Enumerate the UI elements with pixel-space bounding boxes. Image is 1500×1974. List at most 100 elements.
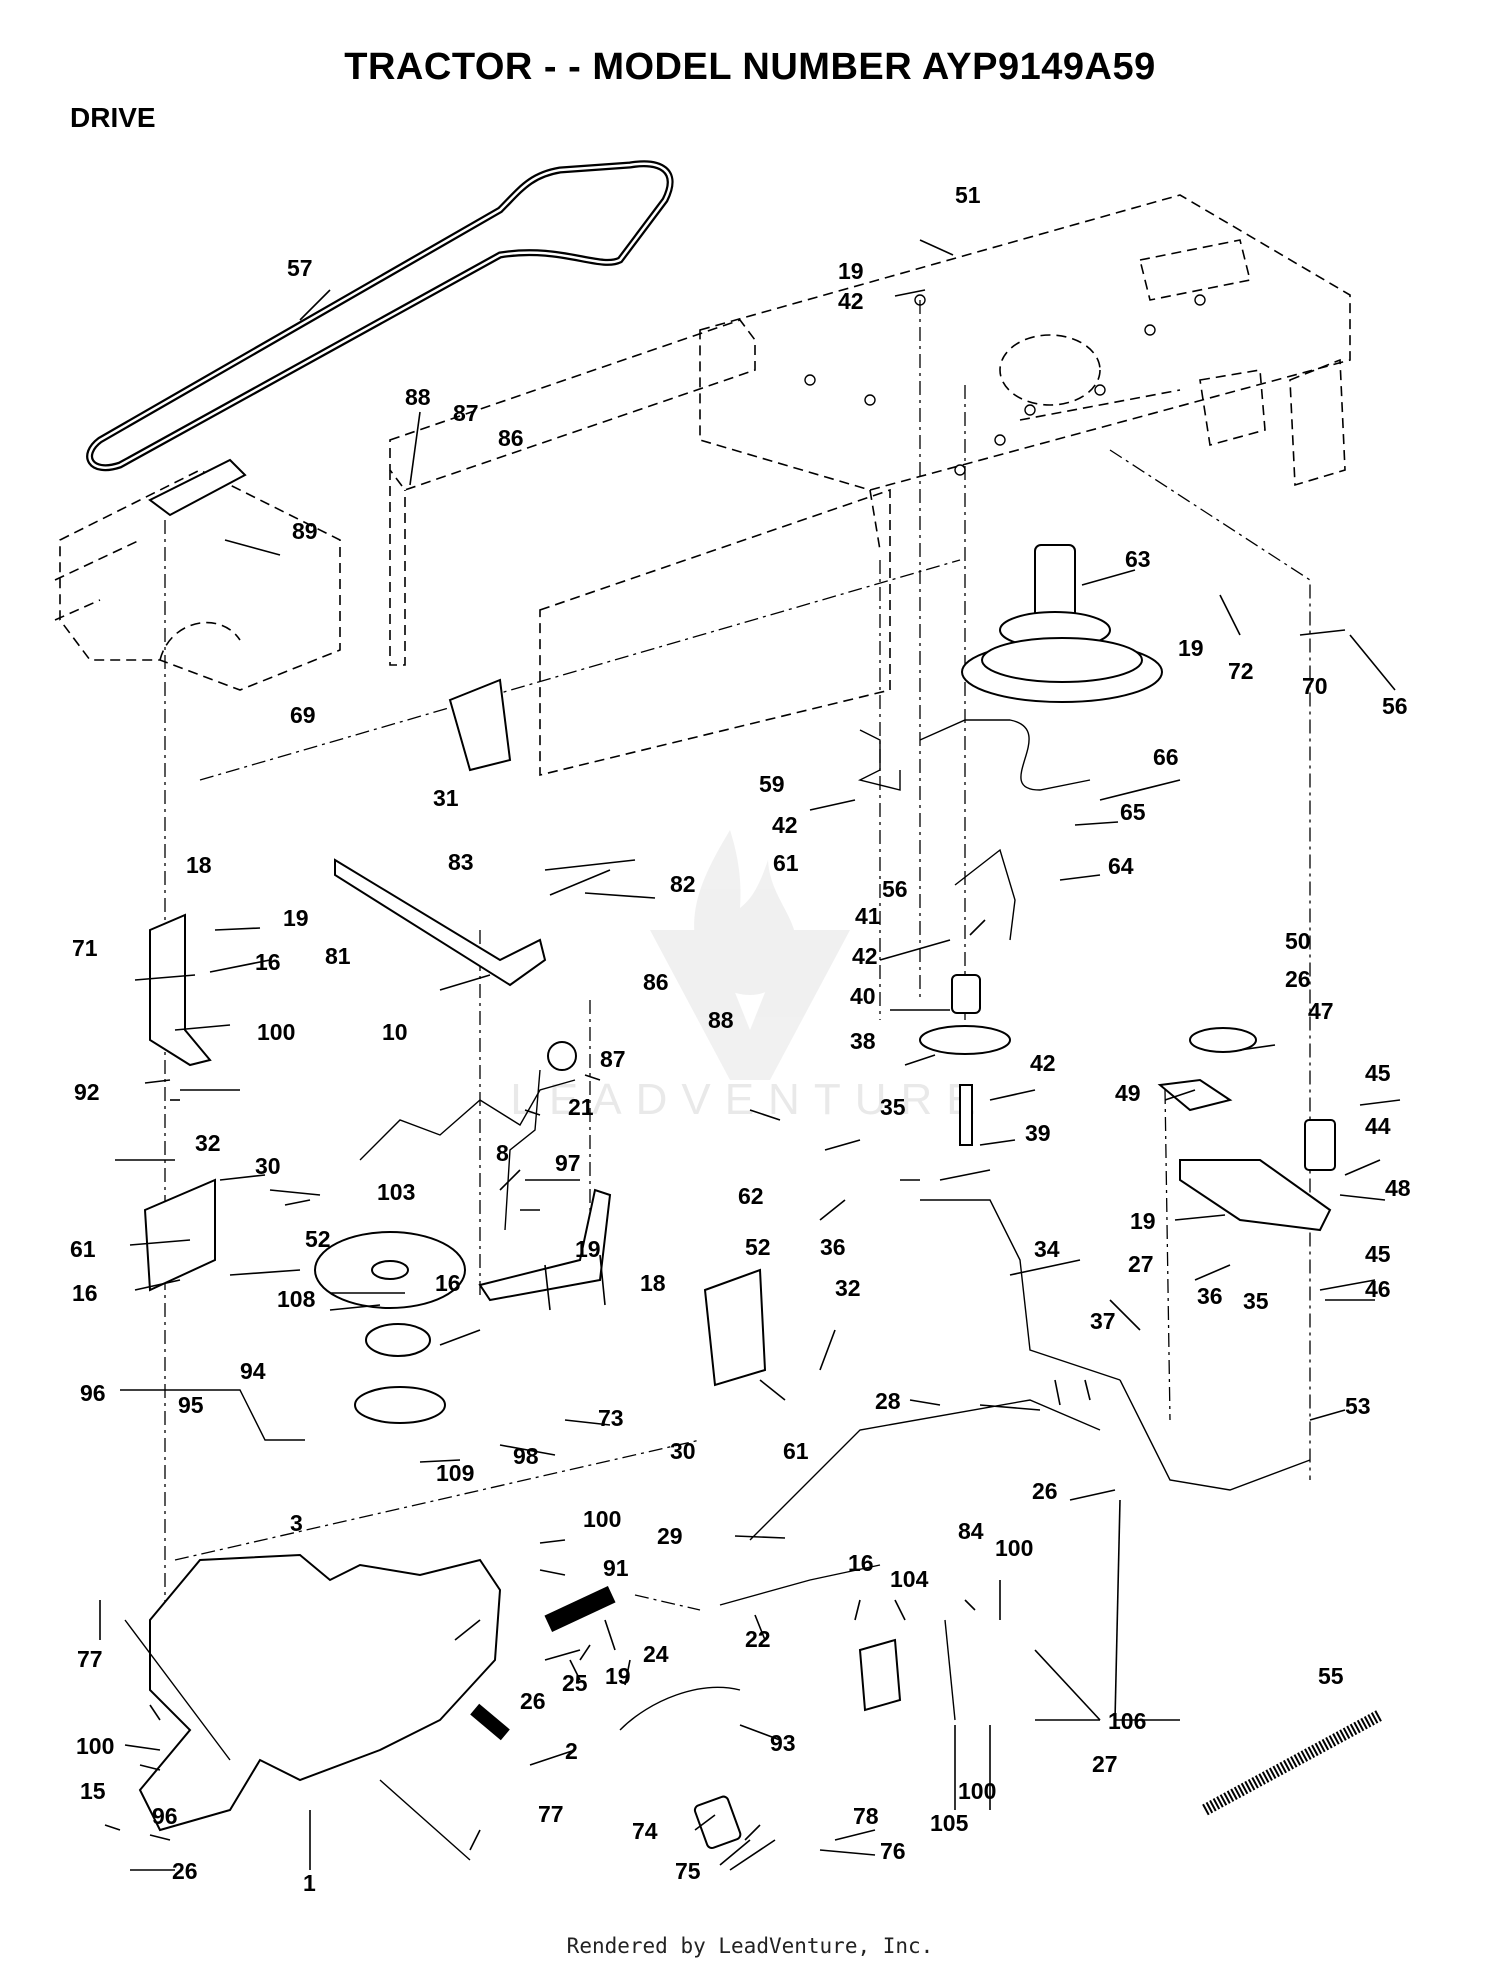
belt-guide — [148, 458, 247, 517]
transmission-pulley — [354, 1386, 446, 1424]
callout-30: 30 — [255, 1153, 281, 1179]
callout-19f: 19 — [605, 1663, 631, 1689]
callout-109: 109 — [436, 1460, 475, 1486]
bracket-30-left — [143, 1178, 216, 1292]
callout-28: 28 — [875, 1388, 901, 1414]
callout-69: 69 — [290, 702, 316, 728]
callout-104: 104 — [890, 1566, 929, 1592]
callout-63: 63 — [1125, 546, 1151, 572]
page-title: TRACTOR - - MODEL NUMBER AYP9149A59 — [344, 46, 1156, 88]
idler-arm — [1179, 1159, 1332, 1232]
callout-100c: 100 — [995, 1535, 1034, 1561]
callout-105: 105 — [930, 1810, 969, 1836]
callout-65: 65 — [1120, 799, 1146, 825]
callout-87: 87 — [453, 400, 479, 426]
callout-19: 19 — [838, 258, 864, 284]
callout-74: 74 — [632, 1818, 658, 1844]
callout-86: 86 — [498, 425, 524, 451]
callout-97: 97 — [555, 1150, 581, 1176]
callout-103: 103 — [377, 1179, 416, 1205]
belt-guide-59 — [857, 729, 901, 791]
callout-61b: 61 — [70, 1236, 96, 1262]
transaxle — [138, 1553, 502, 1832]
callout-70: 70 — [1302, 673, 1328, 699]
callout-106: 106 — [1108, 1708, 1147, 1734]
callout-56: 56 — [1382, 693, 1408, 719]
callout-98: 98 — [513, 1443, 539, 1469]
bracket-30-right — [703, 1268, 767, 1387]
callout-93: 93 — [770, 1730, 796, 1756]
section-label: DRIVE — [70, 102, 156, 133]
callout-41: 41 — [855, 903, 881, 929]
callout-42: 42 — [838, 288, 864, 314]
control-rod — [504, 1069, 541, 1231]
callout-34: 34 — [1034, 1236, 1060, 1262]
spring-25 — [544, 1586, 616, 1632]
callout-78: 78 — [853, 1803, 879, 1829]
callout-3: 3 — [290, 1510, 303, 1536]
shift-lever — [920, 1199, 1121, 1381]
drive-pedal-rod — [359, 1079, 576, 1161]
callout-18: 18 — [186, 852, 212, 878]
callout-27b: 27 — [1092, 1751, 1118, 1777]
control-rod-22 — [719, 1564, 881, 1606]
callout-42d: 42 — [1030, 1050, 1056, 1076]
tractor-frame — [54, 194, 1351, 777]
callout-61c: 61 — [783, 1438, 809, 1464]
callout-19c: 19 — [283, 905, 309, 931]
brake-rod — [120, 1389, 305, 1441]
callout-100: 100 — [257, 1019, 296, 1045]
belt-keeper — [919, 719, 1091, 791]
belt-guide-49 — [1157, 1078, 1233, 1112]
callout-27: 27 — [1128, 1251, 1154, 1277]
callout-16c: 16 — [435, 1270, 461, 1296]
callout-64: 64 — [1108, 853, 1134, 879]
callout-92: 92 — [74, 1079, 100, 1105]
callout-59: 59 — [759, 771, 785, 797]
callout-51: 51 — [955, 182, 981, 208]
cooling-fan — [314, 1231, 466, 1309]
callout-55: 55 — [1318, 1663, 1344, 1689]
callout-24: 24 — [643, 1641, 669, 1667]
fan-hub — [365, 1323, 431, 1357]
callout-26d: 26 — [172, 1858, 198, 1884]
shift-rod-53 — [1119, 1379, 1311, 1491]
callout-31: 31 — [433, 785, 459, 811]
callout-35: 35 — [880, 1094, 906, 1120]
callout-19d: 19 — [1130, 1208, 1156, 1234]
callout-26: 26 — [1285, 966, 1311, 992]
callout-30b: 30 — [670, 1438, 696, 1464]
callout-77b: 77 — [538, 1801, 564, 1827]
callout-2: 2 — [565, 1738, 578, 1764]
callout-47: 47 — [1308, 998, 1334, 1024]
callout-32b: 32 — [835, 1275, 861, 1301]
callout-22: 22 — [745, 1626, 771, 1652]
alignment-lines — [164, 300, 1311, 1630]
callout-35b: 35 — [1243, 1288, 1269, 1314]
callout-61: 61 — [773, 850, 799, 876]
engine-pulley-assembly — [961, 544, 1163, 703]
callout-86b: 86 — [643, 969, 669, 995]
callout-94: 94 — [240, 1358, 266, 1384]
callout-16d: 16 — [848, 1550, 874, 1576]
spring-55 — [1202, 1709, 1383, 1816]
callout-45: 45 — [1365, 1060, 1391, 1086]
callout-21: 21 — [568, 1094, 594, 1120]
spring-2 — [470, 1703, 510, 1741]
callout-50: 50 — [1285, 928, 1311, 954]
callout-95: 95 — [178, 1392, 204, 1418]
callout-46: 46 — [1365, 1276, 1391, 1302]
callout-48: 48 — [1385, 1175, 1411, 1201]
callout-75: 75 — [675, 1858, 701, 1884]
callout-42c: 42 — [852, 943, 878, 969]
callout-29: 29 — [657, 1523, 683, 1549]
link-84 — [944, 1619, 956, 1721]
callout-100d: 100 — [76, 1733, 115, 1759]
callout-19b: 19 — [1178, 635, 1204, 661]
callout-16b: 16 — [72, 1280, 98, 1306]
callout-62: 62 — [738, 1183, 764, 1209]
guide-rod — [954, 848, 1016, 941]
cross-shaft — [334, 858, 547, 987]
bushing-74 — [693, 1795, 742, 1850]
